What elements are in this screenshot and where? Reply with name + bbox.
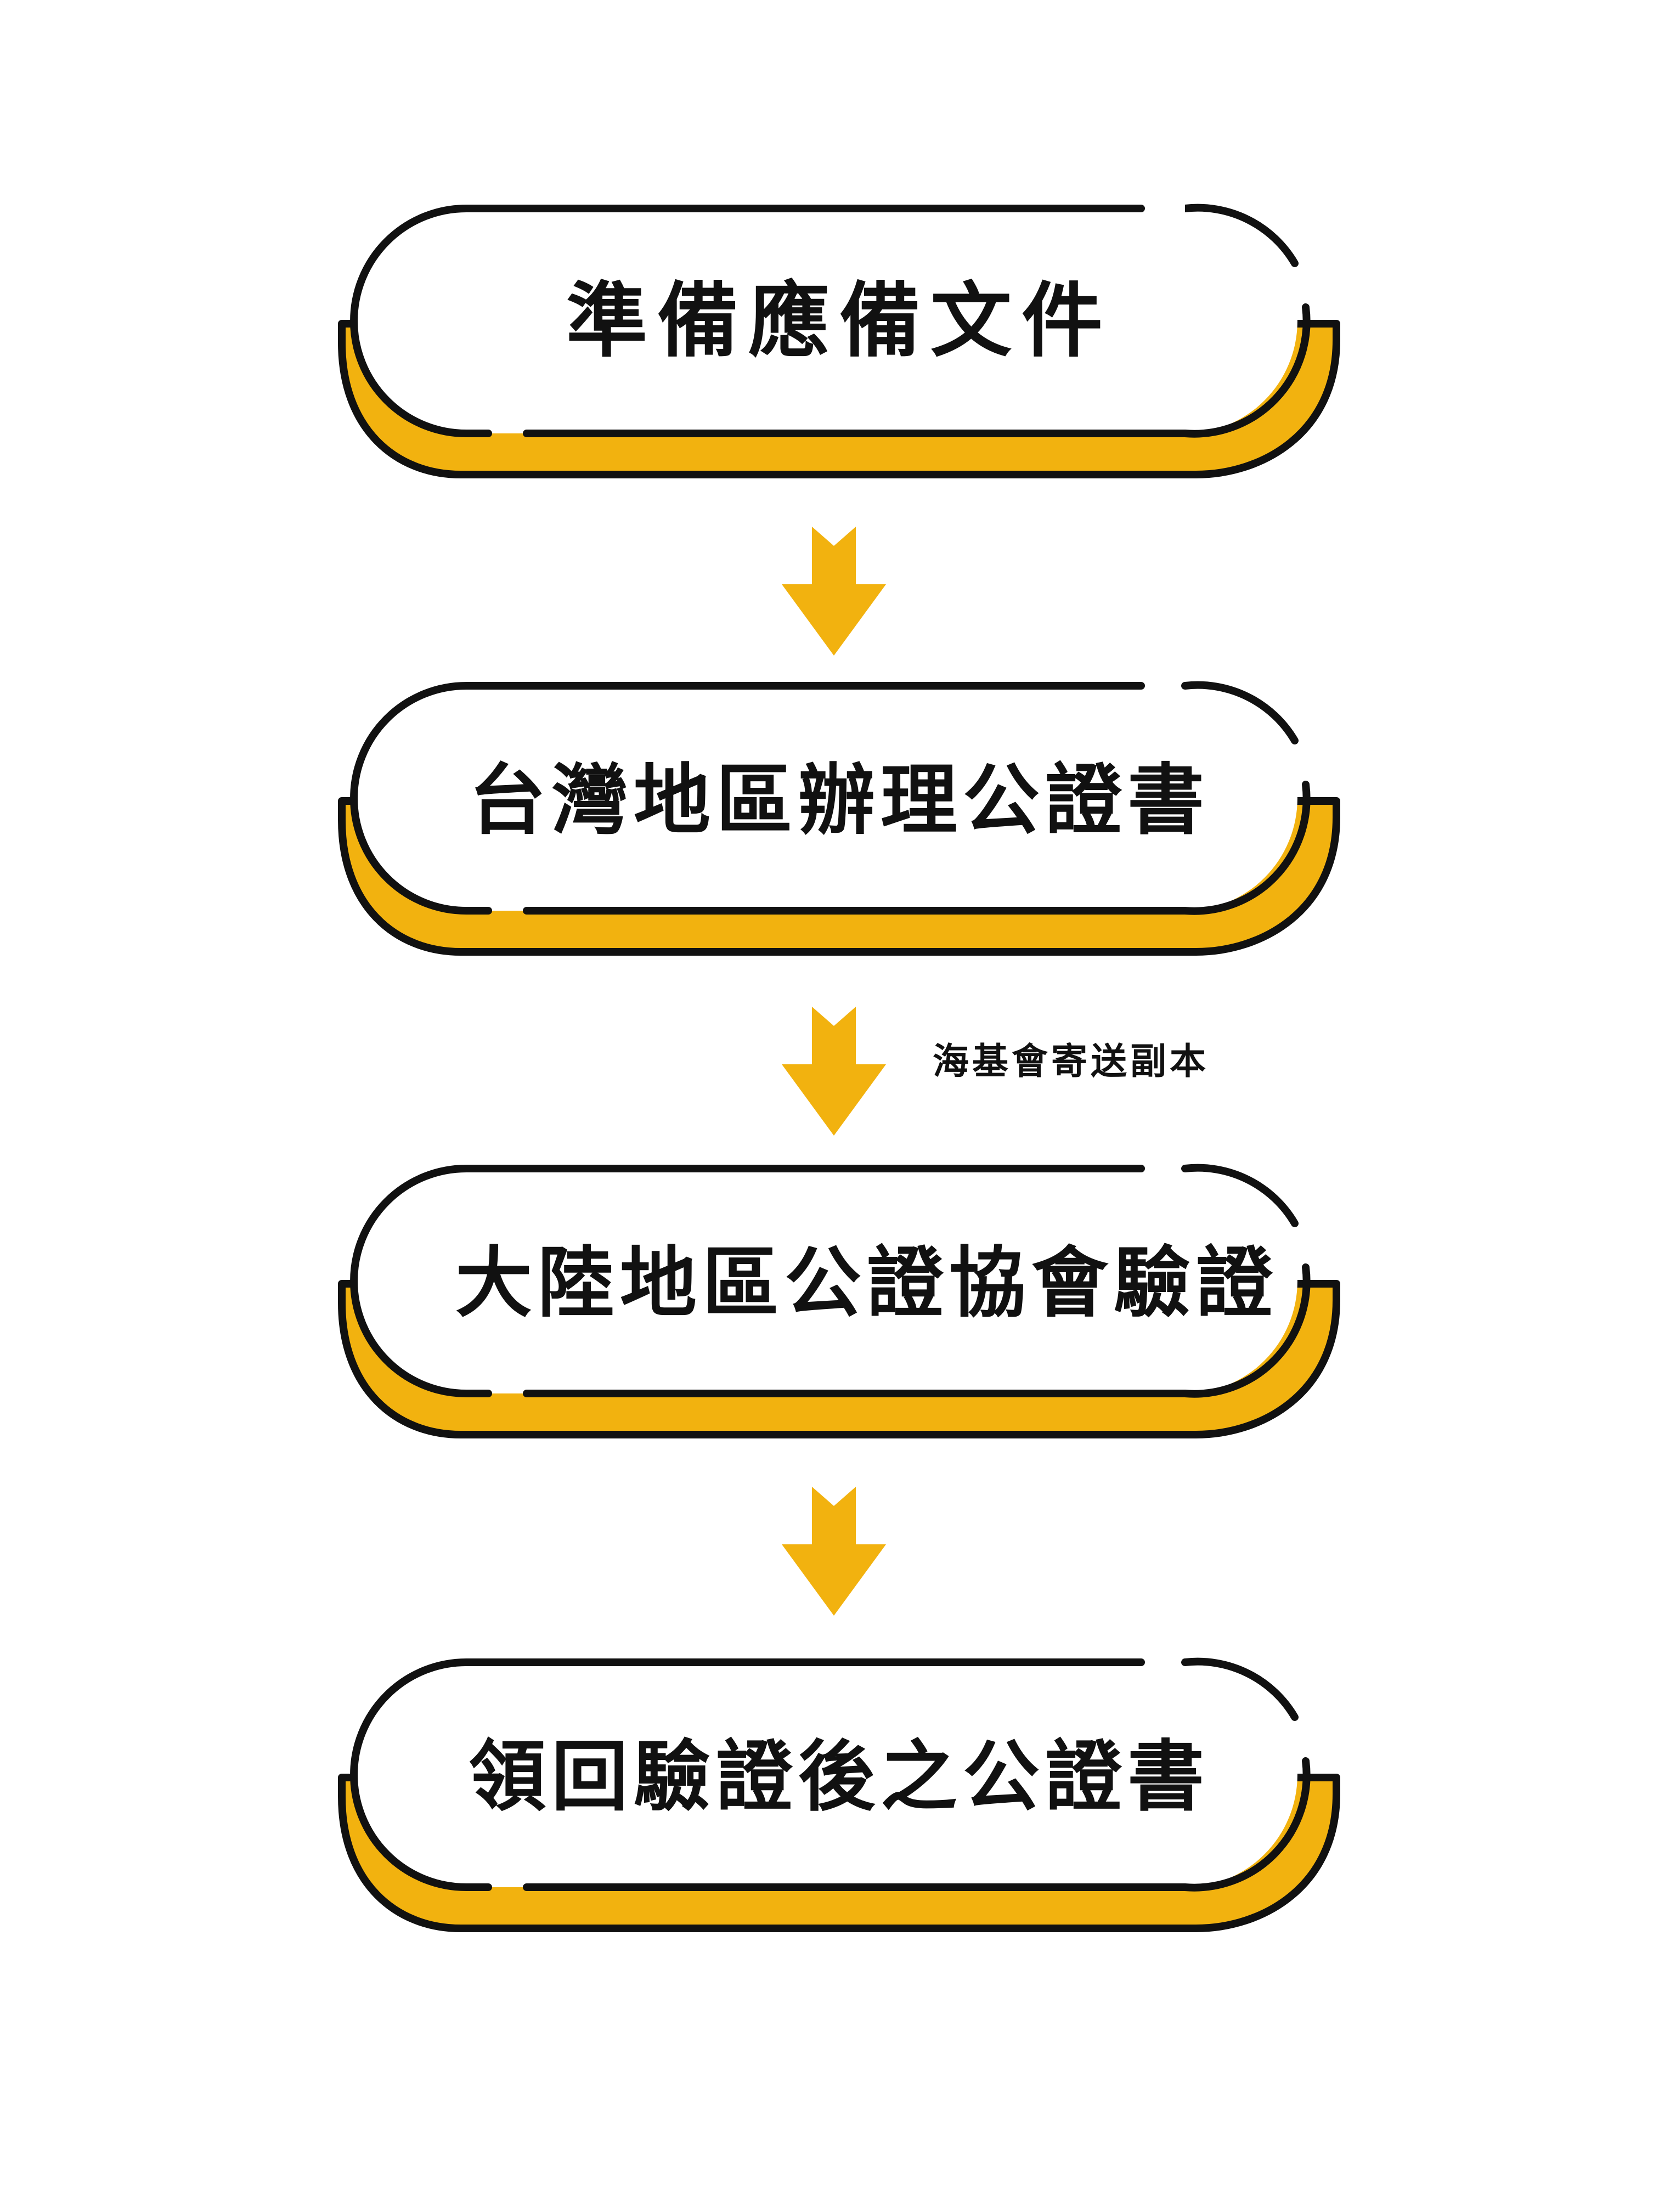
- step-box-1: [338, 204, 1340, 478]
- connector-note: 海基會寄送副本: [933, 1040, 1209, 1082]
- step-box-4: [338, 1657, 1340, 1932]
- step-label-4: 領回驗證後之公證書: [469, 1733, 1210, 1822]
- down-arrow-icon: [782, 1487, 886, 1616]
- step-box-3: [338, 1164, 1340, 1438]
- step-box-2: [338, 681, 1340, 956]
- step-label-3: 大陸地區公證協會驗證: [455, 1239, 1279, 1328]
- step-label-1: 準備應備文件: [566, 274, 1113, 368]
- down-arrow-icon: [782, 1007, 886, 1136]
- down-arrow-icon: [782, 527, 886, 656]
- step-label-2: 台灣地區辦理公證書: [469, 756, 1210, 845]
